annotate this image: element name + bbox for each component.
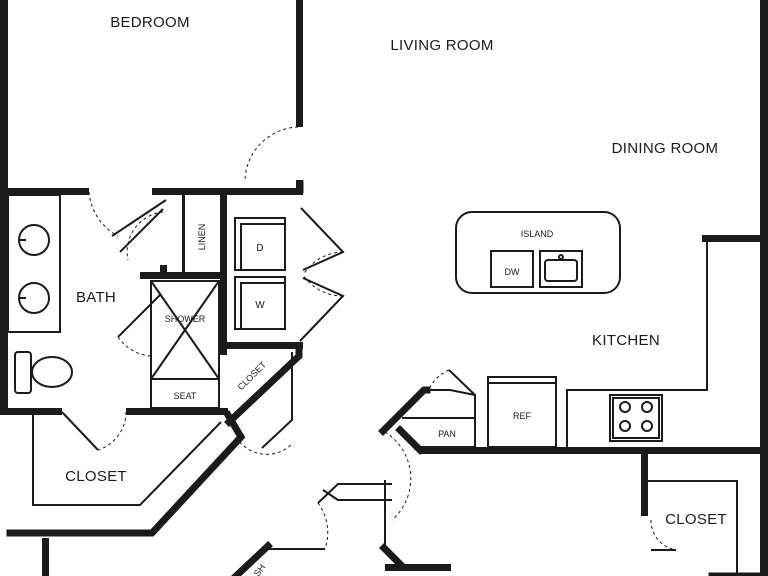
wall-pantry-diagonal bbox=[378, 386, 431, 436]
wall-hall-top bbox=[152, 188, 300, 195]
burner-bl bbox=[619, 420, 631, 432]
toilet-tank bbox=[14, 351, 32, 394]
label-pantry: PAN bbox=[438, 429, 456, 439]
range-box bbox=[609, 394, 663, 442]
wall-left-exterior bbox=[0, 0, 8, 410]
wall-bath-stub bbox=[160, 265, 167, 279]
shower-seat bbox=[150, 378, 220, 409]
wall-laundry-diagonal bbox=[224, 345, 303, 427]
burner-tr bbox=[641, 401, 653, 413]
burner-br bbox=[641, 420, 653, 432]
label-shelf-partial: SH bbox=[252, 562, 267, 576]
linen-door-a bbox=[111, 199, 167, 237]
bedroom-door-swing bbox=[244, 126, 299, 182]
label-seat: SEAT bbox=[174, 391, 197, 401]
entry-frame-top bbox=[317, 483, 392, 504]
wall-bottom-diagonal bbox=[231, 541, 273, 576]
label-shower: SHOWER bbox=[165, 314, 206, 324]
burner-tl bbox=[619, 401, 631, 413]
kitchen-counter bbox=[566, 242, 708, 447]
sink-basin bbox=[544, 259, 578, 282]
wall-lower-right bbox=[385, 564, 451, 571]
lower-door-swing bbox=[317, 502, 329, 550]
door-swings bbox=[88, 126, 677, 551]
partitions bbox=[7, 194, 738, 576]
wall-bedroom-bottom bbox=[0, 188, 89, 195]
refrigerator-box bbox=[487, 376, 557, 448]
laundry-bifold-bottom bbox=[299, 277, 345, 342]
laundry-door-swing-bottom bbox=[302, 274, 344, 297]
island-faucet bbox=[558, 254, 564, 260]
label-closet-left: CLOSET bbox=[65, 468, 127, 485]
wall-bedroom-living bbox=[296, 0, 303, 127]
pantry-door bbox=[448, 369, 476, 396]
dishwasher-box bbox=[490, 250, 534, 288]
label-dishwasher: DW bbox=[505, 267, 520, 277]
linen-door-b bbox=[119, 208, 164, 253]
label-living-room: LIVING ROOM bbox=[390, 37, 493, 54]
washer-inner bbox=[240, 282, 286, 330]
closet-left-door bbox=[61, 411, 99, 451]
label-linen: LINEN bbox=[197, 224, 207, 251]
label-refrigerator: REF bbox=[513, 411, 532, 421]
wall-entry-diagonal bbox=[379, 543, 405, 569]
shower-door-swing bbox=[117, 336, 151, 357]
closet-left-door-swing bbox=[97, 411, 127, 451]
wall-closet-right-left bbox=[641, 454, 648, 516]
label-island: ISLAND bbox=[521, 229, 554, 239]
wall-bath-bottom-right bbox=[126, 408, 228, 415]
wall-shower-top bbox=[140, 272, 227, 279]
entry-frame-bottom bbox=[322, 489, 392, 501]
wall-kitchen-bottom bbox=[420, 447, 760, 454]
fixtures bbox=[14, 224, 653, 432]
closet-diagonal-door-swing bbox=[235, 436, 293, 455]
linen-door-swing bbox=[126, 211, 164, 261]
label-kitchen: KITCHEN bbox=[592, 332, 660, 349]
dryer-inner bbox=[240, 223, 286, 271]
label-bath: BATH bbox=[76, 289, 116, 306]
wall-bath-bottom-left bbox=[0, 408, 62, 415]
label-washer: W bbox=[255, 300, 265, 311]
bath-door bbox=[117, 294, 161, 338]
wall-closet-diagonal bbox=[6, 410, 246, 537]
closet-right-outline bbox=[648, 480, 738, 576]
closet-right-door-swing bbox=[650, 519, 677, 551]
room-labels: BEDROOM LIVING ROOM DINING ROOM BATH KIT… bbox=[65, 14, 727, 528]
wall-dining-stub bbox=[702, 235, 760, 242]
range-inner bbox=[612, 397, 660, 439]
closet-diagonal-frame bbox=[261, 352, 293, 449]
wall-pantry-bottom bbox=[395, 425, 425, 455]
label-bedroom: BEDROOM bbox=[110, 14, 190, 31]
kitchen-island bbox=[455, 211, 621, 294]
toilet-bowl bbox=[31, 356, 73, 388]
entry-door-swing bbox=[384, 431, 412, 521]
closet-left-outline bbox=[32, 415, 222, 506]
wall-laundry-bottom bbox=[227, 342, 303, 349]
label-dryer: D bbox=[256, 243, 263, 254]
label-closet-right: CLOSET bbox=[665, 511, 727, 528]
bath-door-swing bbox=[88, 191, 119, 237]
label-dining-room: DINING ROOM bbox=[612, 140, 719, 157]
wall-bottom-left bbox=[42, 538, 49, 576]
laundry-bifold-top bbox=[300, 207, 345, 271]
laundry-door-swing-top bbox=[302, 251, 344, 276]
shower-cross-b bbox=[150, 280, 220, 380]
wall-linen-left bbox=[182, 195, 185, 272]
pantry-door-swing bbox=[429, 369, 450, 388]
wall-right-exterior bbox=[760, 0, 768, 576]
vanity-counter bbox=[7, 194, 61, 333]
sink-box bbox=[539, 250, 583, 288]
